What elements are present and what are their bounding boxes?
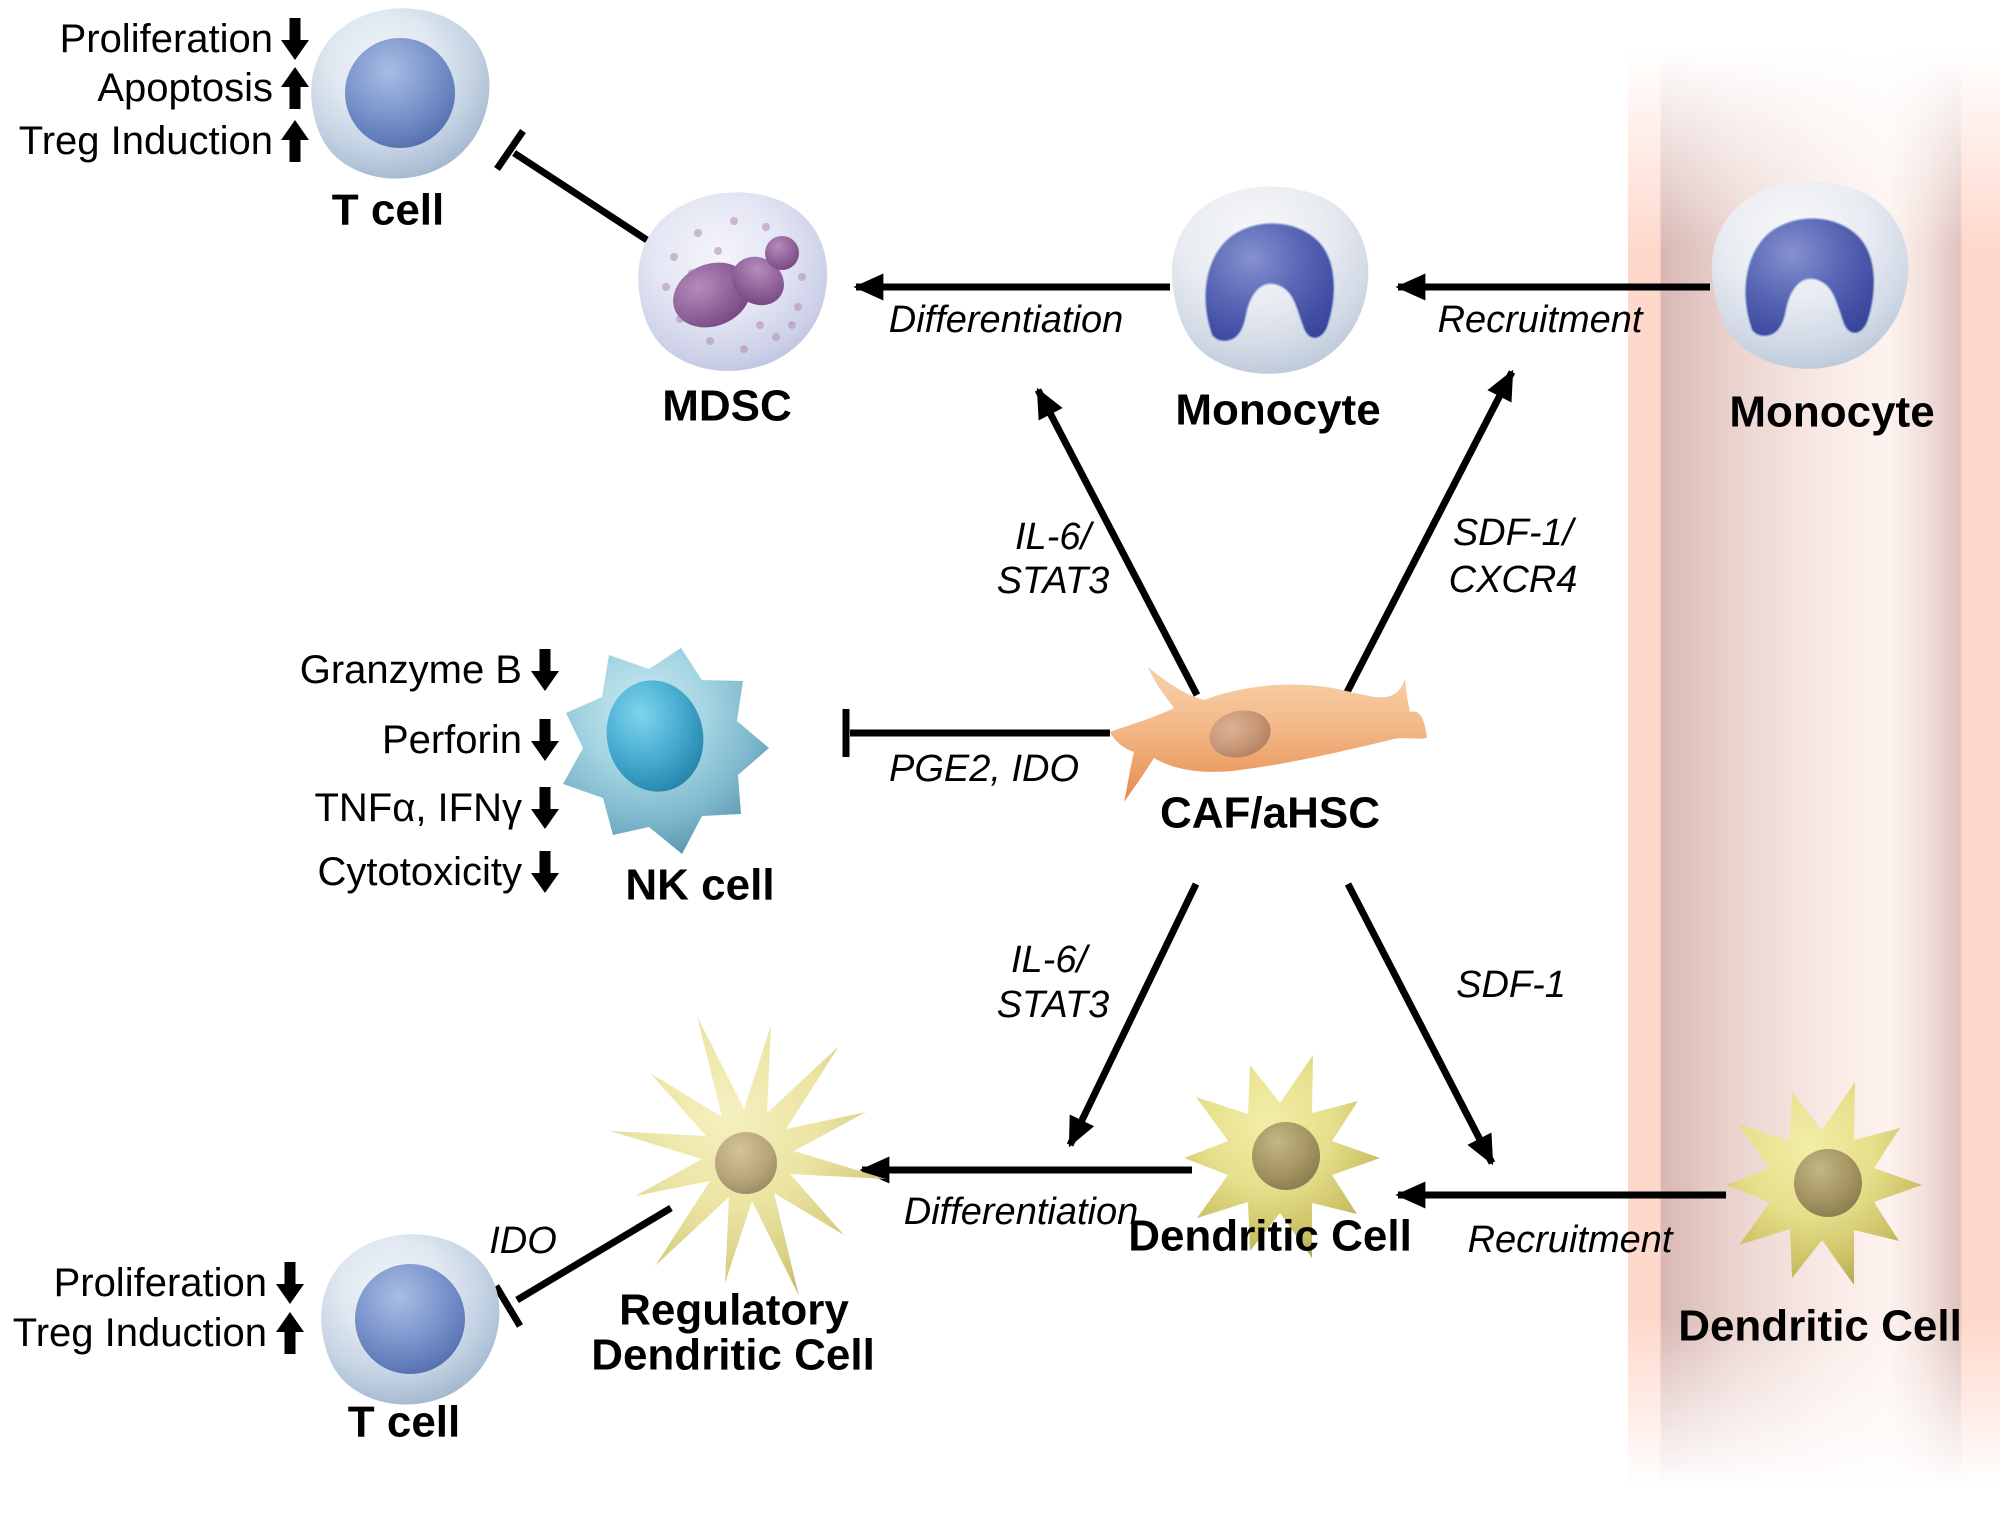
monocyte-vessel-label: Monocyte: [1729, 388, 1934, 437]
effect-label: Proliferation: [60, 17, 273, 61]
t-cell-top-label: T cell: [332, 186, 445, 235]
mdsc-label: MDSC: [662, 382, 792, 431]
sdf1-cxcr4-label-line2: CXCR4: [1449, 559, 1578, 601]
mdsc-nucleus: [673, 236, 799, 328]
decrease-arrow-icon: [276, 1262, 304, 1304]
il6-stat3-top-label-line2: STAT3: [997, 560, 1110, 602]
pge2-ido-label: PGE2, IDO: [889, 748, 1079, 790]
sdf1-bottom-label: SDF-1: [1456, 964, 1566, 1006]
effect-label: TNFα, IFNγ: [314, 786, 522, 830]
inhibition-line-regdc-to-tcell: [492, 1204, 673, 1328]
effect-label: Treg Induction: [13, 1311, 267, 1355]
effect-label: Treg Induction: [19, 119, 273, 163]
t-cell-top: [311, 8, 490, 179]
effect-label: Perforin: [382, 718, 522, 762]
inhibition-line-caf-to-nkcell: [842, 709, 1110, 757]
recruitment-top-label: Recruitment: [1438, 299, 1644, 341]
nk-cell-label: NK cell: [625, 861, 774, 910]
arrow-sdf1-bottom: [1344, 882, 1496, 1166]
arrow-sdf1-cxcr4: [1340, 369, 1516, 700]
monocyte-vessel-cell: [1710, 180, 1910, 370]
regulatory-dc-label-line2: Dendritic Cell: [591, 1331, 875, 1380]
effect-label: Proliferation: [54, 1261, 267, 1305]
t-cell-bottom: [321, 1234, 500, 1405]
il6-stat3-bottom-label-line1: IL-6/: [1011, 939, 1090, 981]
differentiation-top-label: Differentiation: [889, 299, 1123, 341]
t-cell-top-effects: Proliferation Apoptosis Treg Induction: [19, 17, 309, 163]
dendritic-vessel-label: Dendritic Cell: [1678, 1302, 1962, 1351]
il6-stat3-top-label-line1: IL-6/: [1015, 516, 1094, 558]
increase-arrow-icon: [281, 67, 309, 109]
caf-ahsc-cell: [1110, 667, 1427, 802]
effect-label: Cytotoxicity: [318, 850, 523, 894]
regulatory-dc-label-line1: Regulatory: [619, 1286, 849, 1335]
decrease-arrow-icon: [281, 18, 309, 60]
arrow-il6-stat3-top: [1034, 387, 1201, 697]
decrease-arrow-icon: [531, 787, 559, 829]
il6-stat3-bottom-label-line2: STAT3: [997, 984, 1110, 1026]
decrease-arrow-icon: [531, 851, 559, 893]
increase-arrow-icon: [281, 120, 309, 162]
dendritic-center-label: Dendritic Cell: [1128, 1212, 1412, 1261]
increase-arrow-icon: [276, 1312, 304, 1354]
differentiation-bottom-label: Differentiation: [904, 1191, 1138, 1233]
sdf1-cxcr4-label-line1: SDF-1/: [1453, 512, 1577, 554]
recruitment-bottom-label: Recruitment: [1468, 1219, 1674, 1261]
monocyte-center-cell: [1170, 185, 1370, 375]
t-cell-bottom-label: T cell: [348, 1398, 461, 1447]
t-cell-bottom-effects: Proliferation Treg Induction: [13, 1261, 304, 1355]
nk-cell-effects: Granzyme B Perforin TNFα, IFNγ Cytotoxic…: [300, 648, 559, 894]
monocyte-center-label: Monocyte: [1175, 386, 1380, 435]
mdsc-cell: [638, 192, 828, 371]
inhibition-line-mdsc-to-tcell: [494, 129, 649, 243]
effect-label: Apoptosis: [97, 66, 273, 110]
arrow-il6-stat3-bottom: [1066, 882, 1200, 1148]
decrease-arrow-icon: [531, 719, 559, 761]
ido-label: IDO: [489, 1220, 557, 1262]
caf-ahsc-label: CAF/aHSC: [1160, 789, 1380, 838]
effect-label: Granzyme B: [300, 648, 522, 692]
regulatory-dendritic-cell: [610, 1016, 886, 1296]
nk-cell: [563, 648, 769, 854]
decrease-arrow-icon: [531, 649, 559, 691]
